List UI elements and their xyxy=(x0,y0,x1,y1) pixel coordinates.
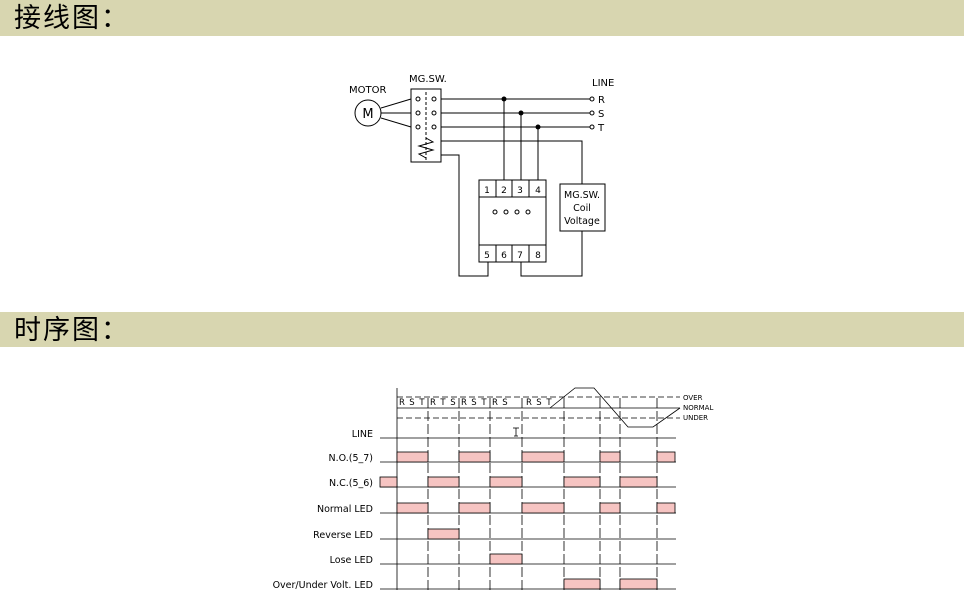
pulse-no-2 xyxy=(458,451,491,463)
row-label-lose-led: Lose LED xyxy=(330,555,373,566)
row-label-reverse-led: Reverse LED xyxy=(313,530,373,541)
terminal-8: 8 xyxy=(535,251,541,261)
terminal-5: 5 xyxy=(484,251,490,261)
pulse-normal-3 xyxy=(521,502,565,514)
mgsw-box xyxy=(410,88,442,163)
pulse-nc-0 xyxy=(379,476,398,488)
terminal-2: 2 xyxy=(501,186,507,196)
phase-label: R xyxy=(526,398,532,408)
coil-label-line1: MG.SW. xyxy=(564,190,600,201)
mgsw-label: MG.SW. xyxy=(409,74,447,85)
terminal-4: 4 xyxy=(535,186,541,196)
phase-label: T xyxy=(439,398,446,408)
pulse-nc-3 xyxy=(563,476,601,488)
pulse-normal-1 xyxy=(396,502,429,514)
motor-label: MOTOR xyxy=(349,85,386,96)
terminal-7: 7 xyxy=(517,251,523,261)
level-label-normal: NORMAL xyxy=(683,404,713,412)
wiring-section-title: 接线图： xyxy=(14,3,130,34)
pulse-lose-1 xyxy=(489,553,523,565)
line-t-label: T xyxy=(597,123,605,134)
phase-label: S xyxy=(409,398,414,408)
row-label-line: LINE xyxy=(352,429,373,440)
pulse-nc-1 xyxy=(427,476,460,488)
terminal-3: 3 xyxy=(517,186,523,196)
pulse-normal-2 xyxy=(458,502,491,514)
phase-label: S xyxy=(471,398,476,408)
pulse-no-5 xyxy=(656,451,676,463)
line-r-label: R xyxy=(598,95,605,106)
pulse-normal-5 xyxy=(656,502,676,514)
pulse-nc-4 xyxy=(619,476,658,488)
wiring-section-header: 接线图： xyxy=(0,0,964,36)
terminal-1: 1 xyxy=(484,186,490,196)
coil-label-line2: Coil xyxy=(573,203,591,214)
line-label: LINE xyxy=(592,78,614,89)
phase-label: T xyxy=(418,398,425,408)
phase-label: R xyxy=(399,398,405,408)
row-label-nc: N.C.(5_6) xyxy=(329,478,373,489)
phase-label: R xyxy=(492,398,498,408)
pulse-no-4 xyxy=(599,451,621,463)
pulse-normal-4 xyxy=(599,502,621,514)
pulse-reverse-1 xyxy=(427,528,460,540)
row-label-ovuv-led: Over/Under Volt. LED xyxy=(273,580,373,591)
phase-label: S xyxy=(450,398,455,408)
phase-label: S xyxy=(536,398,541,408)
phase-label: T xyxy=(480,398,487,408)
pulse-no-1 xyxy=(396,451,429,463)
row-label-no: N.O.(5_7) xyxy=(329,453,374,464)
phase-label: R xyxy=(461,398,467,408)
pulse-no-3 xyxy=(521,451,565,463)
timing-section-header: 时序图： xyxy=(0,312,964,347)
pulse-ovuv-2 xyxy=(619,578,658,590)
terminal-6: 6 xyxy=(501,251,507,261)
line-s-label: S xyxy=(598,109,604,120)
pulse-nc-2 xyxy=(489,476,523,488)
level-label-over: OVER xyxy=(683,394,703,402)
timing-section-title: 时序图： xyxy=(14,315,130,346)
coil-label-line3: Voltage xyxy=(564,216,600,227)
phase-label: S xyxy=(502,398,507,408)
row-label-normal-led: Normal LED xyxy=(317,504,373,515)
phase-label: R xyxy=(430,398,436,408)
level-label-under: UNDER xyxy=(683,414,708,422)
pulse-ovuv-1 xyxy=(563,578,601,590)
phase-label: T xyxy=(545,398,552,408)
motor-symbol: M xyxy=(362,107,373,122)
